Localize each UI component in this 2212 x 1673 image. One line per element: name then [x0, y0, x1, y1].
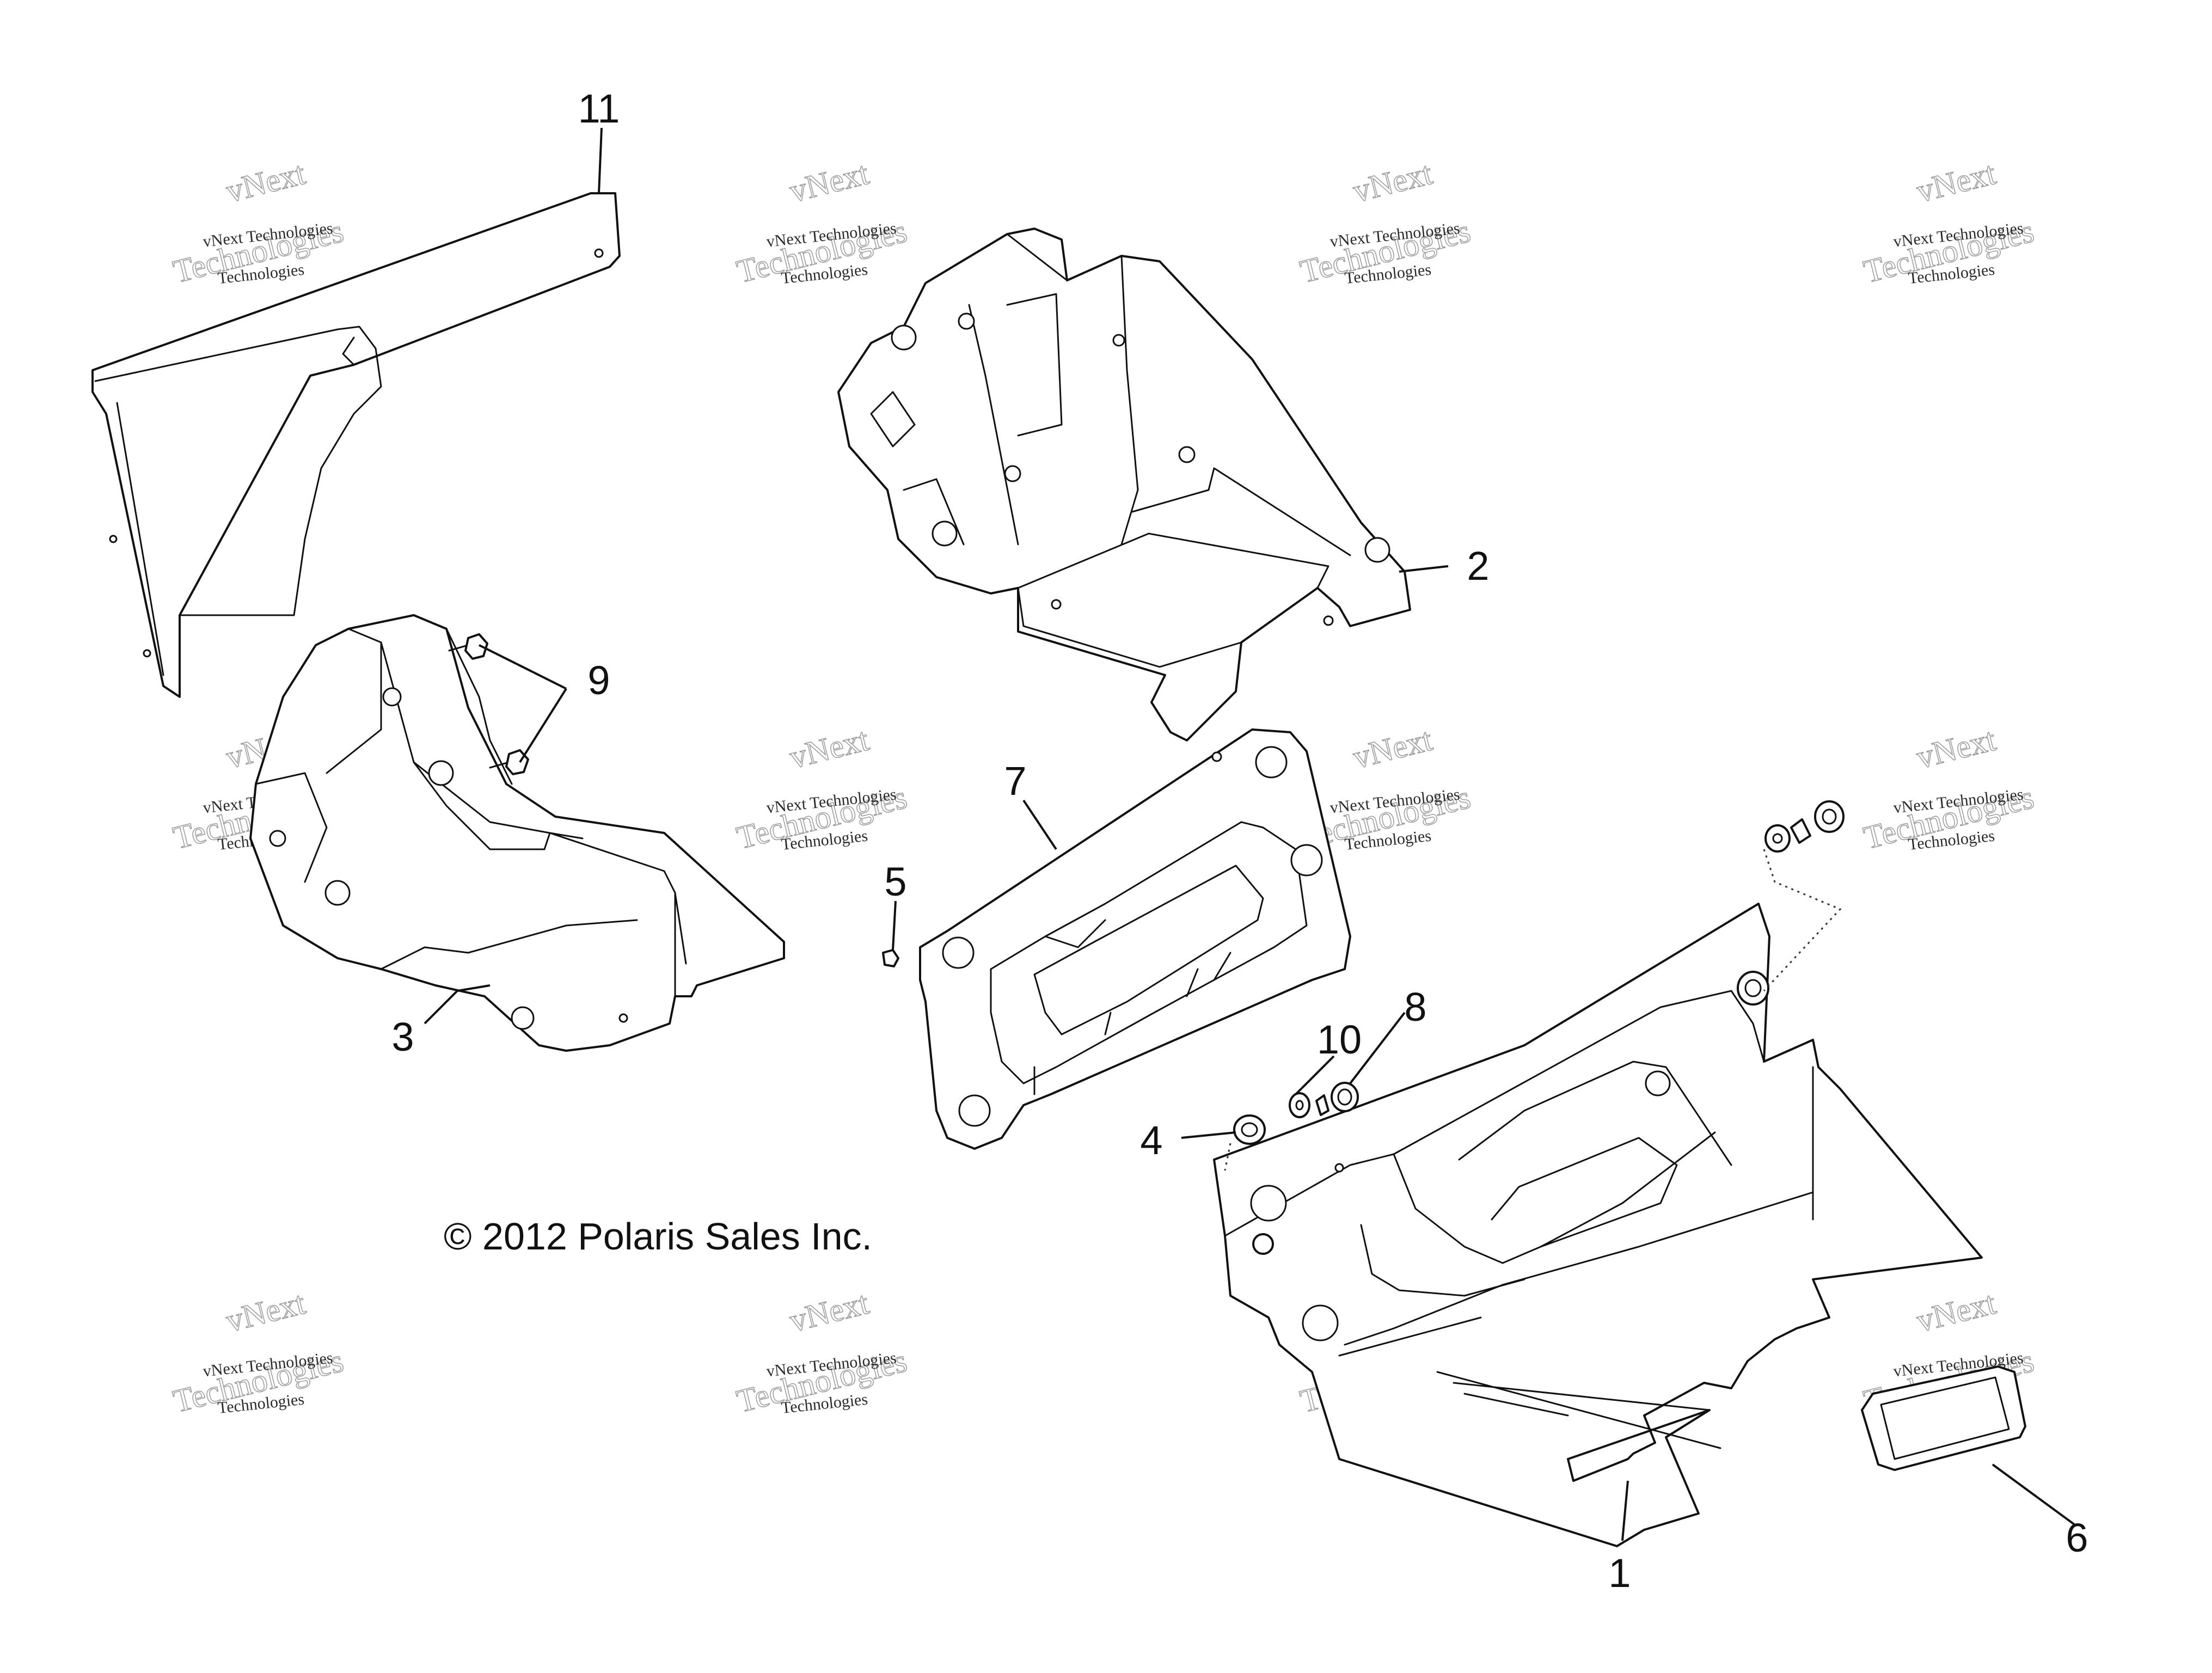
watermark: vNext Technologies vNext Technologies Te… — [733, 721, 911, 856]
callout-8: 8 — [1404, 984, 1426, 1029]
watermark-word: vNext — [1350, 155, 1436, 210]
part-5-clip — [882, 949, 899, 967]
callout-1: 1 — [1608, 1551, 1631, 1596]
watermark-word: vNext — [1913, 721, 2000, 776]
part-3-footwell — [249, 614, 785, 1052]
watermark-word: vNext — [1913, 1285, 2000, 1339]
part-7-floor-panel — [919, 728, 1351, 1150]
part-1-main-floor — [1213, 903, 1983, 1547]
watermark-word: vNext — [223, 1285, 309, 1339]
bolt — [448, 633, 488, 660]
watermark: vNext Technologies vNext Technologies Te… — [1860, 721, 2038, 856]
watermark-word: vNext — [1913, 155, 2000, 210]
watermark-word: vNext — [786, 721, 873, 776]
callout-5: 5 — [884, 859, 906, 904]
watermark-word: vNext — [786, 155, 873, 210]
copyright-notice: © 2012 Polaris Sales Inc. — [444, 1215, 872, 1258]
watermark-word: vNext — [1350, 721, 1436, 776]
watermark: vNext Technologies vNext Technologies Te… — [1296, 155, 1474, 290]
callout-2: 2 — [1467, 543, 1489, 589]
part-11-side-panel — [91, 192, 621, 698]
watermark: vNext Technologies vNext Technologies Te… — [169, 1284, 347, 1420]
callout-7: 7 — [1004, 758, 1026, 804]
leader-lines — [424, 127, 2075, 1541]
callout-10: 10 — [1317, 1017, 1362, 1062]
watermark: vNext Technologies vNext Technologies Te… — [733, 155, 911, 290]
watermark-word: vNext — [786, 1285, 873, 1339]
watermark: vNext Technologies vNext Technologies Te… — [169, 155, 347, 290]
part-6-cover — [1861, 1365, 2026, 1471]
part-4-grommet — [1224, 1114, 1266, 1171]
callout-9: 9 — [587, 658, 610, 703]
part-8-nut — [1315, 1082, 1359, 1116]
callout-6: 6 — [2066, 1515, 2088, 1560]
watermark: vNext Technologies vNext Technologies Te… — [1860, 155, 2038, 290]
callout-3: 3 — [391, 1014, 414, 1059]
part-1-hardware-stack — [1252, 800, 1845, 1255]
callout-11: 11 — [578, 86, 620, 131]
callout-4: 4 — [1140, 1118, 1162, 1163]
callout-numbers: 11 2 9 7 5 3 4 10 8 1 6 — [391, 86, 2088, 1596]
watermark-word: vNext — [223, 155, 309, 210]
part-2-footwell — [837, 228, 1411, 741]
watermark: vNext Technologies vNext Technologies Te… — [733, 1284, 911, 1420]
part-10-washer — [1289, 1092, 1310, 1118]
